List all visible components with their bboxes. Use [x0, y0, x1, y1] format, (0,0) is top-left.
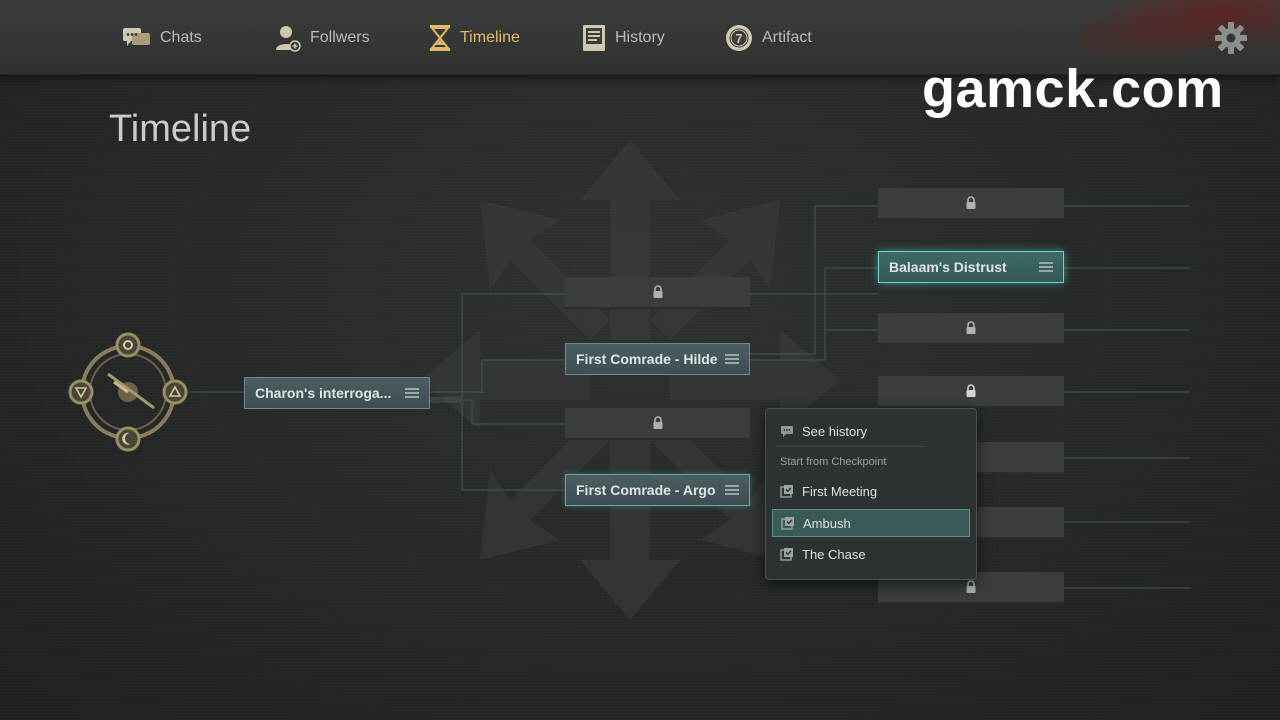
lock-icon — [966, 580, 976, 593]
hourglass-icon — [429, 25, 451, 51]
node-label: Balaam's Distrust — [889, 259, 1007, 275]
checkpoint-label: Ambush — [803, 515, 851, 531]
svg-text:7: 7 — [735, 31, 742, 46]
top-navigation-bar: Chats Follwers Timeline History — [0, 0, 1280, 75]
menu-divider — [776, 446, 926, 447]
checkpoint-section-label: Start from Checkpoint — [780, 456, 887, 468]
checkpoint-icon — [780, 548, 793, 561]
checkpoint-option-ambush[interactable]: Ambush — [772, 509, 970, 537]
book-icon — [583, 25, 605, 51]
nav-tab-history[interactable]: History — [581, 20, 665, 56]
nav-tab-label: Chats — [160, 29, 202, 46]
timeline-node-first-comrade-argo[interactable]: First Comrade - Argo — [565, 474, 750, 506]
blood-splatter-decoration — [1080, 0, 1280, 60]
node-context-menu: See history Start from Checkpoint First … — [765, 408, 977, 580]
checkpoint-option-the-chase[interactable]: The Chase — [772, 540, 970, 568]
followers-icon — [276, 26, 301, 52]
watermark-text: gamck.com — [922, 59, 1224, 119]
artifact-coin-icon: 7 — [726, 25, 752, 51]
page-title: Timeline — [109, 108, 252, 150]
hamburger-menu-icon[interactable] — [1039, 262, 1053, 272]
lock-icon — [966, 321, 976, 334]
timeline-node-balaams-distrust[interactable]: Balaam's Distrust — [878, 251, 1064, 283]
checkpoint-option-first-meeting[interactable]: First Meeting — [772, 477, 970, 505]
checkpoint-label: The Chase — [802, 546, 866, 562]
see-history-option[interactable]: See history — [772, 417, 970, 445]
nav-tab-label: Artifact — [762, 29, 812, 46]
timeline-node-locked[interactable] — [878, 313, 1064, 345]
nav-tab-chats[interactable]: Chats — [122, 20, 202, 56]
nav-tab-followers[interactable]: Follwers — [274, 20, 370, 56]
chat-bubbles-icon — [123, 28, 150, 46]
nav-tab-label: History — [615, 29, 665, 46]
timeline-node-locked[interactable] — [565, 408, 750, 440]
lock-icon — [653, 416, 662, 429]
timeline-node-first-comrade-hilde[interactable]: First Comrade - Hilde — [565, 343, 750, 375]
nav-tab-artifact[interactable]: 7 Artifact — [724, 20, 812, 56]
speech-bubble-icon — [781, 426, 793, 437]
timeline-node-locked[interactable] — [565, 277, 750, 309]
see-history-label: See history — [802, 423, 868, 439]
nav-tab-label: Timeline — [460, 29, 520, 46]
hamburger-menu-icon[interactable] — [405, 388, 419, 398]
timeline-node-charon-interrogation[interactable]: Charon's interroga... — [244, 377, 430, 409]
node-label: First Comrade - Argo — [576, 482, 716, 498]
nav-tab-label: Follwers — [310, 29, 370, 46]
gear-icon[interactable] — [1214, 21, 1248, 55]
checkpoint-label: First Meeting — [802, 483, 878, 499]
timeline-node-locked[interactable] — [878, 188, 1064, 220]
lock-icon — [653, 285, 662, 298]
node-label: Charon's interroga... — [255, 385, 392, 401]
hamburger-menu-icon[interactable] — [725, 485, 739, 495]
lock-icon — [966, 196, 976, 209]
compass-emblem-icon — [68, 332, 188, 452]
lock-icon — [966, 384, 976, 397]
hamburger-menu-icon[interactable] — [725, 354, 739, 364]
checkpoint-icon — [780, 485, 793, 498]
checkpoint-icon — [781, 517, 794, 530]
node-label: First Comrade - Hilde — [576, 351, 718, 367]
timeline-node-locked[interactable] — [878, 376, 1064, 408]
nav-tab-timeline[interactable]: Timeline — [428, 20, 520, 56]
